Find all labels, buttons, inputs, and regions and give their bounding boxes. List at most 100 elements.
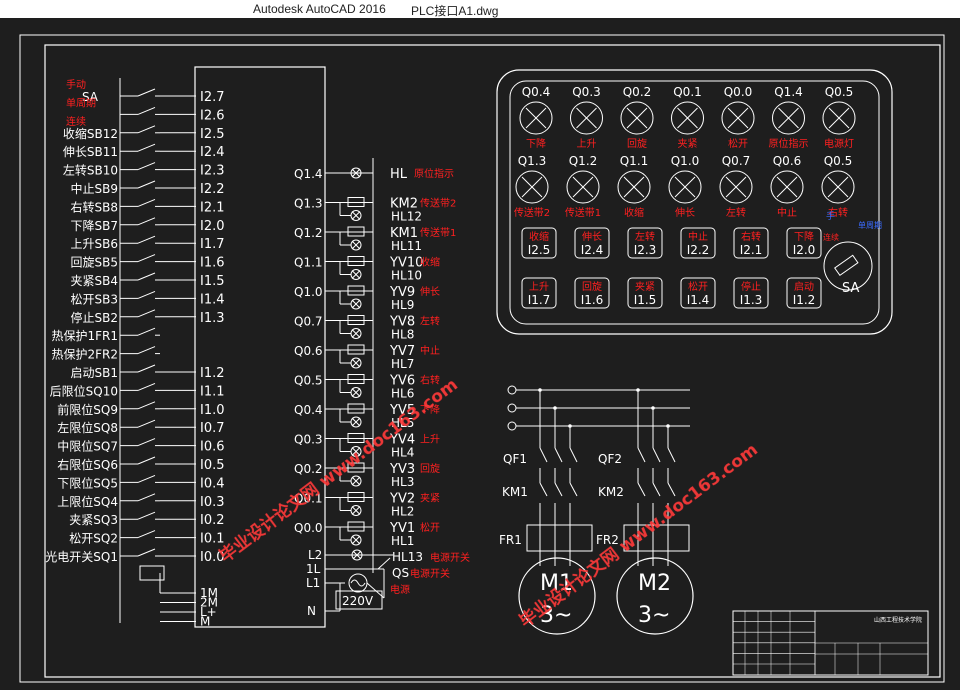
output-port-label: Q0.7 — [294, 315, 323, 329]
contactor-contact — [539, 482, 548, 497]
panel-lamp-label: 电源灯 — [824, 137, 854, 150]
panel-button-label: 上升 — [529, 281, 549, 293]
panel-lamp-label: 传送带2 — [514, 206, 550, 219]
input-device-label: 回旋SB5 — [71, 256, 119, 270]
inner-frame — [44, 44, 941, 678]
km2-label: KM2 — [598, 485, 624, 499]
panel-button-frame[interactable] — [574, 277, 610, 309]
panel-lamp-lamp_row2-6: Q0.5右转 — [821, 154, 855, 219]
input-device-label: SA — [82, 90, 99, 104]
terminal-l2: L2 — [308, 548, 322, 562]
panel-lamp-port: Q0.3 — [572, 85, 601, 99]
panel-lamp-label: 夹紧 — [678, 137, 698, 150]
bottom-terminal-0: 1M — [200, 586, 218, 600]
panel-selector-sa[interactable]: SA 手 单周期 连续 — [823, 210, 882, 296]
indicator-lamp-icon — [668, 170, 702, 204]
input-contact — [137, 548, 156, 557]
panel-lamp-label: 松开 — [728, 137, 748, 150]
title-block: 山西工程技术学院 — [732, 610, 929, 676]
panel-button-frame[interactable] — [627, 277, 663, 309]
input-port-label: I0.0 — [200, 550, 225, 565]
input-port-label: I2.5 — [200, 127, 225, 142]
output-note: 右转 — [420, 374, 440, 387]
input-row-13: 热保护1FR1 — [51, 327, 160, 343]
bottom-terminal-3: M — [200, 615, 210, 629]
indicator-lamp-icon — [515, 170, 549, 204]
motor-m2-phase: 3~ — [638, 603, 670, 628]
input-port-label: I2.2 — [200, 182, 225, 197]
input-device-label: 停止SB2 — [71, 310, 119, 325]
output-device-label: YV1 — [389, 521, 415, 536]
input-contact — [137, 401, 156, 410]
input-contact — [137, 438, 156, 447]
file-name: PLC接口A1.dwg — [411, 4, 499, 18]
output-lamp-label: HL4 — [391, 446, 414, 460]
indicator-lamp-icon — [719, 170, 753, 204]
panel-button-frame[interactable] — [733, 227, 769, 259]
panel-lamp-label: 右转 — [828, 206, 848, 219]
output-lamp-label: HL8 — [391, 328, 414, 342]
input-device-label: 夹紧SQ3 — [69, 513, 118, 527]
panel-button-frame[interactable] — [574, 227, 610, 259]
panel-button-port: I2.2 — [687, 243, 710, 257]
panel-lamp-label: 回旋 — [627, 137, 647, 150]
input-contact — [137, 493, 156, 502]
panel-lamp-label: 下降 — [526, 137, 546, 150]
panel-button-frame[interactable] — [521, 227, 557, 259]
panel-button-frame[interactable] — [786, 277, 822, 309]
panel-button-frame[interactable] — [627, 227, 663, 259]
panel-button-port: I2.0 — [793, 243, 816, 257]
selector-dial[interactable] — [823, 241, 873, 291]
input-contact — [137, 106, 156, 115]
input-port-label: I1.7 — [200, 237, 225, 252]
input-port-label: I0.2 — [200, 513, 225, 528]
output-lamp-label: HL9 — [391, 298, 414, 312]
panel-button-frame[interactable] — [733, 277, 769, 309]
panel-button-frame[interactable] — [680, 227, 716, 259]
input-device-label: 启动SB1 — [71, 366, 119, 380]
panel-lamp-port: Q1.4 — [774, 85, 803, 99]
qs-label: QS — [392, 566, 409, 580]
input-contact — [137, 364, 156, 373]
output-device-label: YV2 — [389, 492, 415, 507]
panel-button-frame[interactable] — [786, 227, 822, 259]
hl13-lamp — [351, 549, 363, 561]
indicator-lamp-icon — [772, 101, 805, 135]
panel-lamps: Q0.4下降Q0.3上升Q0.2回旋Q0.1夹紧Q0.0松开Q1.4原位指示Q0… — [514, 85, 856, 219]
selector-knob[interactable] — [834, 254, 859, 277]
output-port-label: Q0.1 — [294, 492, 323, 506]
output-device-label: KM2 — [390, 197, 418, 212]
panel-lamp-label: 收缩 — [624, 206, 644, 219]
input-contact — [137, 254, 156, 263]
input-contact — [137, 272, 156, 281]
input-contact — [137, 456, 156, 465]
input-device-label: 热保护1FR1 — [51, 329, 118, 343]
output-note: 松开 — [420, 521, 440, 534]
output-note: 上升 — [420, 434, 440, 446]
panel-button-frame[interactable] — [680, 277, 716, 309]
input-port-label: I2.0 — [200, 219, 225, 234]
panel-button-label: 中止 — [688, 230, 708, 243]
panel-button-frame[interactable] — [521, 277, 557, 309]
